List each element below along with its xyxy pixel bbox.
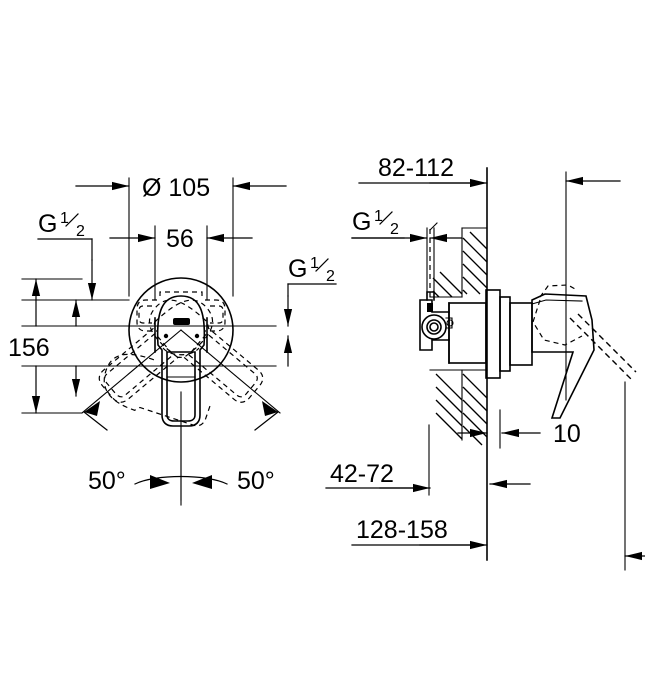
- thread-label-right: G 1 2: [283, 255, 337, 367]
- handle-swing-left-dashed: [148, 299, 264, 403]
- svg-text:1: 1: [374, 208, 383, 225]
- angle-ray-right: [180, 329, 281, 414]
- handle-outline: [156, 295, 206, 427]
- angle-right-label: 50°: [237, 467, 275, 495]
- ray-leader-right: [254, 411, 279, 431]
- cap-top-dashed: [159, 291, 203, 296]
- thread-label-left: G 1 2: [37, 210, 97, 301]
- lever-knuckle-left-dashed: [136, 299, 157, 332]
- detail-dot-right: [194, 333, 200, 339]
- dim-56-label: 56: [166, 225, 194, 253]
- lever-handle-side: [531, 293, 595, 419]
- angle-arrow-left: [150, 475, 170, 489]
- svg-text:G: G: [352, 208, 371, 236]
- angle-left-label: 50°: [88, 467, 126, 495]
- dim-diameter-105-label: Ø 105: [142, 174, 210, 202]
- lever-knuckle-right-dashed: [205, 299, 226, 332]
- ray-leader-left: [83, 411, 108, 431]
- dim-10-label: 10: [553, 420, 581, 448]
- svg-text:2: 2: [390, 221, 399, 238]
- dim-82-112-label: 82-112: [378, 154, 454, 182]
- wall-hatch-upper: [429, 222, 488, 298]
- wall-hatch-lower: [429, 369, 488, 446]
- detail-dot-left: [163, 333, 169, 339]
- handle-ghost-left: [103, 353, 212, 427]
- handle-swing-right-dashed: [98, 299, 214, 403]
- lever-handle-ghost-dashed: [532, 284, 583, 346]
- valve-body: [419, 291, 487, 364]
- svg-text:G: G: [38, 210, 57, 238]
- flange-circle: [128, 277, 234, 383]
- dim-128-158-label: 128-158: [356, 516, 448, 544]
- side-view: 82-112 G 1 2 10 42: [325, 154, 645, 571]
- thread-label-side: G 1 2: [351, 208, 463, 243]
- ray-arrow-right: [262, 401, 278, 416]
- svg-text:1: 1: [60, 210, 69, 227]
- cap-seam-dashed: [162, 347, 200, 356]
- svg-text:G: G: [288, 255, 307, 283]
- angle-ray-left: [81, 329, 182, 414]
- svg-text:1: 1: [310, 255, 319, 272]
- indicator-slot: [173, 318, 190, 325]
- dim-156-label: 156: [8, 334, 50, 362]
- escutcheon-plate: [485, 289, 511, 379]
- svg-text:2: 2: [76, 223, 85, 240]
- front-view: 50° 50° Ø 105 56 156 G: [8, 174, 337, 506]
- angle-arrow-right: [192, 475, 212, 489]
- svg-text:2: 2: [326, 268, 335, 285]
- ray-arrow-left: [84, 401, 100, 416]
- lever-travel-dashed: [569, 313, 637, 381]
- cover-cap: [509, 302, 533, 366]
- dim-42-72-label: 42-72: [330, 460, 394, 488]
